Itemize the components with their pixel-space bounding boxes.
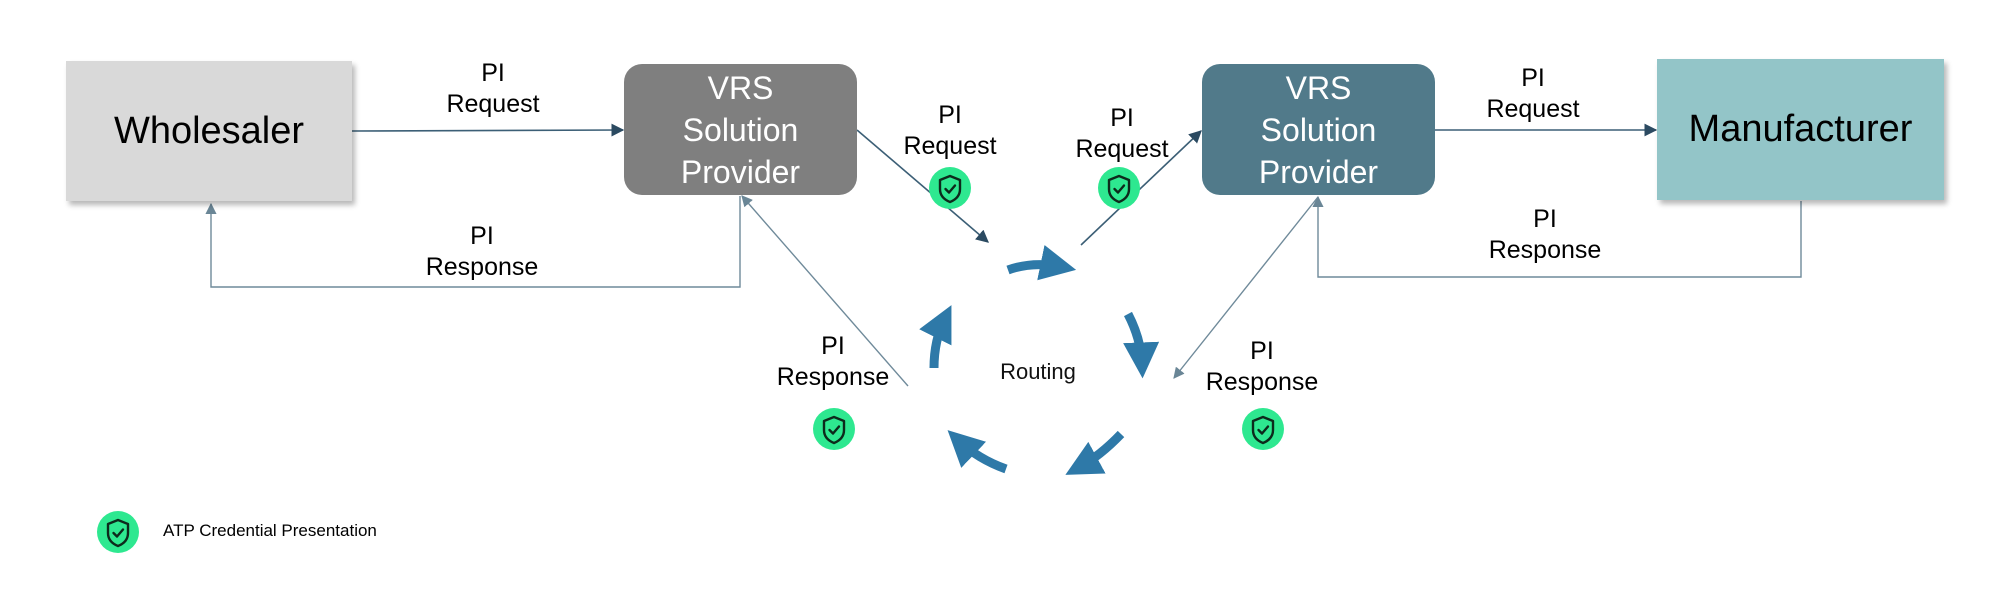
routing-arrow-left (919, 305, 952, 369)
routing-arrow-right (1123, 311, 1160, 379)
node-vrs-left-label: VRS Solution Provider (680, 69, 801, 190)
node-wholesaler-label: Wholesaler (113, 109, 305, 152)
shield-check-icon (1241, 407, 1285, 451)
routing-cycle (919, 245, 1160, 475)
label-routing-to-vrs-left-response: PI Response (776, 332, 890, 391)
routing-arrow-top (1006, 245, 1077, 281)
node-manufacturer-label: Manufacturer (1688, 108, 1913, 150)
legend-shield-check-icon (96, 510, 140, 554)
node-vrs-solution-provider-right: VRS Solution Provider (1202, 64, 1435, 195)
node-wholesaler: Wholesaler (66, 61, 352, 201)
shield-check-icon (1097, 166, 1141, 210)
routing-arrow-bottom-left (947, 430, 1008, 474)
label-wholesaler-to-vrs-request: PI Request (446, 59, 540, 118)
shield-check-icon (812, 407, 856, 451)
legend-label: ATP Credential Presentation (163, 521, 377, 540)
edge-vrs-left-to-routing-request (856, 129, 989, 243)
label-vrs-right-to-routing-response: PI Response (1205, 337, 1319, 396)
node-manufacturer: Manufacturer (1657, 59, 1944, 200)
label-vrs-right-to-manufacturer-request: PI Request (1486, 64, 1580, 123)
label-vrs-to-wholesaler-response: PI Response (425, 222, 539, 281)
edge-wholesaler-to-vrs-request (351, 123, 625, 137)
routing-label: Routing (1000, 359, 1076, 384)
label-manufacturer-to-vrs-right-response: PI Response (1488, 205, 1602, 264)
shield-check-icon (928, 166, 972, 210)
routing-arrow-bottom-right (1065, 430, 1125, 475)
edge-vrs-right-to-routing-response (1173, 196, 1319, 379)
edge-manufacturer-to-vrs-right-response (1312, 195, 1802, 278)
node-vrs-right-label: VRS Solution Provider (1258, 69, 1379, 190)
edge-vrs-to-wholesaler-response (205, 196, 741, 288)
edge-routing-to-vrs-left-response (741, 195, 909, 387)
node-vrs-solution-provider-left: VRS Solution Provider (624, 64, 857, 195)
label-routing-to-vrs-right-request: PI Request (1075, 104, 1169, 163)
label-vrs-left-to-routing-request: PI Request (903, 101, 997, 160)
edge-routing-to-vrs-right-request (1080, 130, 1202, 246)
